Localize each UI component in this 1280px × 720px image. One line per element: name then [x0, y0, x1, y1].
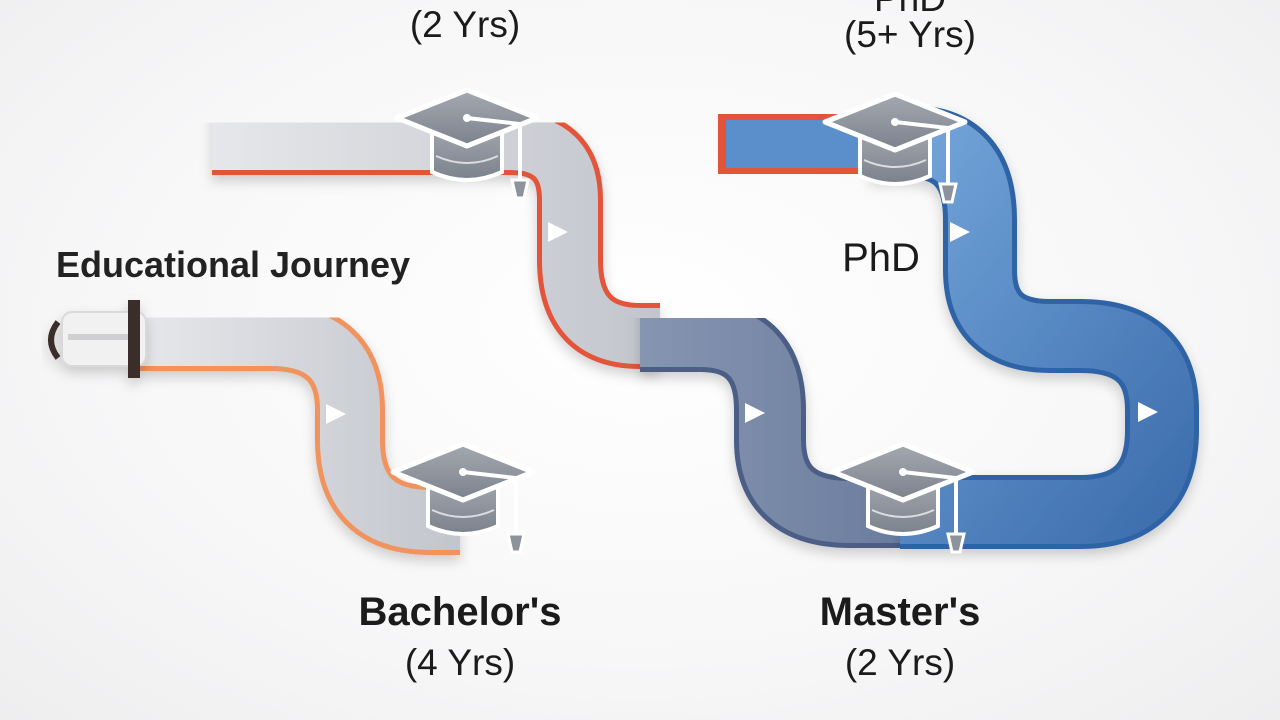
arrow-icon — [326, 222, 1158, 424]
phd-label: PhD — [842, 236, 920, 280]
masters-path — [640, 300, 900, 548]
bachelors-duration: (4 Yrs) — [404, 642, 516, 683]
bachelors-path — [140, 301, 460, 555]
bachelors-name: Bachelor's — [358, 590, 562, 634]
phd-loop-path — [870, 105, 1199, 549]
upper-left-duration: (2 Yrs) — [409, 4, 521, 45]
phd-duration: (5+ Yrs) — [844, 14, 976, 55]
masters-name: Master's — [819, 590, 981, 634]
scroll-icon — [48, 300, 147, 378]
masters-duration: (2 Yrs) — [844, 642, 956, 683]
phd-name-top: PhD — [800, 0, 1020, 20]
page-title: Educational Journey — [56, 244, 411, 285]
upper-left-path — [212, 109, 660, 369]
